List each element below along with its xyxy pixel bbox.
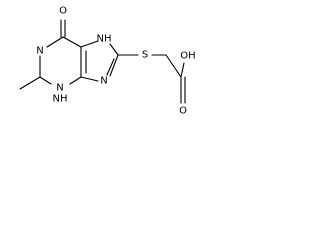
bond-c8-n9-double xyxy=(106,58,115,76)
bond-c2-n3 xyxy=(39,76,52,85)
atom-labels: O N N NH NH N S OH O xyxy=(36,6,195,117)
bond-c8-n9 xyxy=(109,54,119,77)
chemical-structure-diagram: O N N NH NH N S OH O xyxy=(19,6,196,117)
atom-label-n9: N xyxy=(100,76,107,87)
bond-c5-n7 xyxy=(80,40,99,48)
atom-label-carbonyl-oxygen: O xyxy=(59,6,67,17)
bond-c2-methyl xyxy=(19,76,41,90)
bond-n3-c4 xyxy=(69,76,82,85)
atom-label-acid-oxygen: O xyxy=(179,106,187,117)
side-chain-bonds xyxy=(117,54,186,104)
imidazole-ring-bonds xyxy=(80,40,119,82)
pyrimidine-ring-bonds xyxy=(19,19,87,90)
atom-label-n9h: NH xyxy=(53,94,68,105)
atom-label-n7h: NH xyxy=(97,34,112,45)
bond-c-oh xyxy=(180,62,185,78)
bond-n9-c4 xyxy=(80,76,99,82)
atom-label-n1: N xyxy=(36,46,43,57)
bond-ch2-cooh xyxy=(165,54,182,78)
bond-c6-n1 xyxy=(46,36,64,48)
atom-label-hydroxyl: OH xyxy=(180,51,195,62)
atom-label-sulfur: S xyxy=(142,50,148,61)
atom-label-n3: N xyxy=(56,83,63,94)
bond-c5-c6 xyxy=(62,36,82,48)
bond-n7-c8 xyxy=(109,43,119,56)
